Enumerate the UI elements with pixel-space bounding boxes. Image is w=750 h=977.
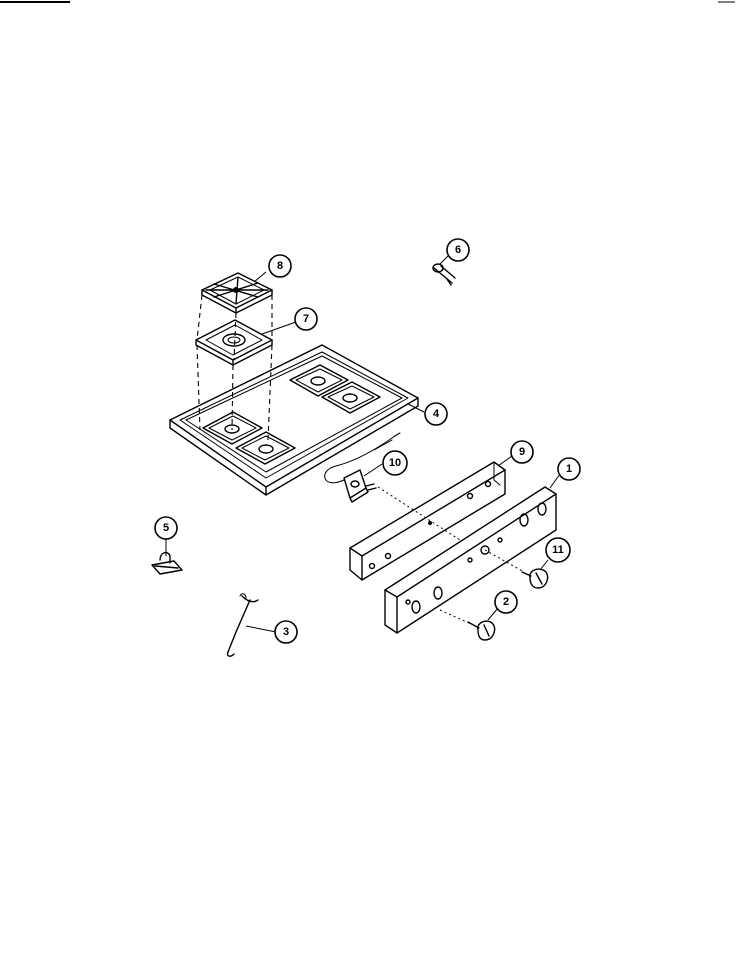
valve-part-10 xyxy=(324,432,461,541)
callout-6: 6 xyxy=(446,238,470,262)
callout-9: 9 xyxy=(510,440,534,464)
callout-5: 5 xyxy=(154,516,178,540)
mounting-bracket-part-9 xyxy=(349,461,506,581)
svg-text:4: 4 xyxy=(433,408,440,420)
manifold-part-1 xyxy=(384,486,557,634)
callout-1: 1 xyxy=(557,457,581,481)
cooktop-main-top xyxy=(169,344,419,496)
svg-text:9: 9 xyxy=(519,446,525,458)
svg-text:6: 6 xyxy=(455,244,461,256)
callout-11: 11 xyxy=(545,537,571,563)
clip-part-5 xyxy=(151,551,183,575)
alignment-lines xyxy=(196,294,273,441)
callout-7: 7 xyxy=(294,307,318,331)
burner-grate xyxy=(201,272,273,314)
svg-text:5: 5 xyxy=(163,522,169,534)
svg-text:1: 1 xyxy=(566,463,572,475)
leader-lines xyxy=(165,255,561,633)
svg-text:10: 10 xyxy=(389,457,401,469)
wire-part-3 xyxy=(226,593,259,657)
callout-10: 10 xyxy=(382,450,408,476)
svg-text:3: 3 xyxy=(283,626,289,638)
svg-text:8: 8 xyxy=(277,260,283,272)
callout-2: 2 xyxy=(494,590,518,614)
svg-text:7: 7 xyxy=(303,313,309,325)
callout-8: 8 xyxy=(268,254,292,278)
callout-4: 4 xyxy=(424,402,448,426)
svg-text:2: 2 xyxy=(503,596,509,608)
callout-3: 3 xyxy=(274,620,298,644)
knob-part-11 xyxy=(521,568,549,589)
fastener-part-6 xyxy=(432,263,456,286)
burner-bowl xyxy=(195,319,273,366)
orifice-part-2 xyxy=(467,620,496,641)
svg-text:11: 11 xyxy=(552,544,564,556)
